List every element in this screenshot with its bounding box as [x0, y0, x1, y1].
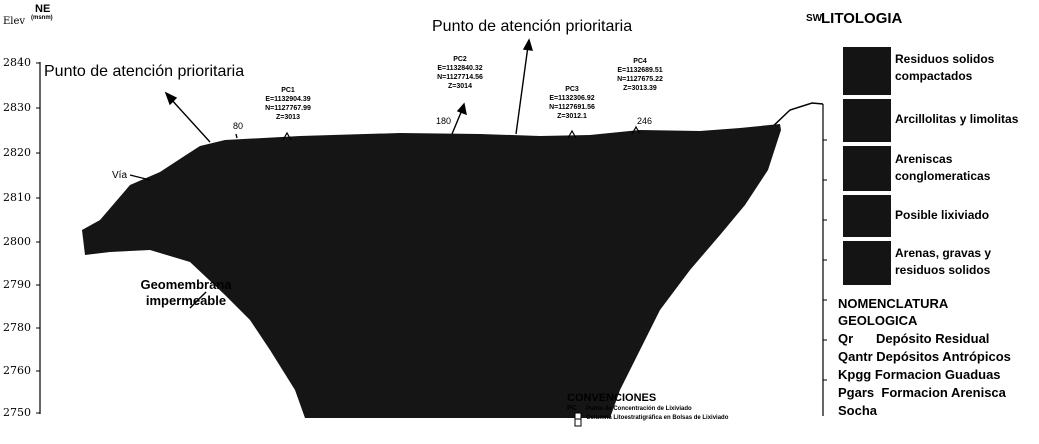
point-id: PC2: [453, 56, 467, 63]
point-id: PC1: [281, 87, 295, 94]
swatch-lixiviado: [843, 195, 891, 237]
leader-geomembrane: [189, 291, 207, 309]
point-e: E=1132840.32: [437, 65, 483, 72]
elev-label: Elev: [3, 16, 26, 27]
point-n: N=1127691.56: [549, 104, 595, 111]
nomenclature-tail: Socha: [838, 403, 878, 418]
nomenclature-desc: Formacion Arenisca: [881, 385, 1006, 400]
tick-label: 2820: [3, 146, 31, 159]
ne-label: NE: [35, 3, 51, 15]
point-n: N=1127767.99: [265, 105, 311, 112]
point-label-pc1: PC1 E=1132904.39 N=1127767.99 Z=3013: [248, 86, 328, 122]
point-label-pc3: PC3 E=1132306.92 N=1127691.56 Z=3012.1: [532, 85, 612, 121]
nomenclature-code: Qr: [838, 331, 854, 346]
geomembrane-label: Geomembrana impermeable: [140, 277, 232, 308]
point-id: PC4: [633, 58, 647, 65]
legend-item-arcillolitas: Arcillolitas y limolitas: [895, 112, 1019, 126]
leader-via: [129, 174, 151, 181]
nomenclature-row: Qantr Depósitos Antrópicos: [838, 349, 1011, 364]
legend-item-lixiviado: Posible lixiviado: [895, 208, 990, 222]
point-e: E=1132306.92: [549, 95, 595, 102]
right-axis-ticks: [823, 139, 827, 381]
tick-label: 2790: [3, 278, 31, 291]
priority-point-top: Punto de atención prioritaria: [432, 18, 633, 35]
point-e: E=1132689.51: [617, 67, 663, 74]
arrow-priority-top: [515, 45, 529, 135]
tick-label: 2750: [3, 406, 31, 419]
legend-swatches: [843, 47, 891, 285]
marker-246: 246: [637, 116, 653, 126]
nomenclature-code: Qantr: [838, 349, 873, 364]
legend-item-residuos: Residuos solidos compactados: [895, 52, 995, 83]
nomenclature-row: Pgars Formacion Arenisca: [838, 385, 1006, 400]
tick-label: 2800: [3, 235, 31, 248]
conventions-title: CONVENCIONES: [567, 392, 657, 404]
point-label-pc2: PC2 E=1132840.32 N=1127714.56 Z=3014: [420, 55, 500, 91]
legend-title: LITOLOGIA: [821, 10, 903, 27]
point-markers: [282, 125, 641, 141]
via-label: Vía: [112, 170, 128, 181]
legend-item-arenas: Arenas, gravas y residuos solidos: [895, 246, 992, 277]
point-z: Z=3012.1: [557, 113, 587, 120]
swatch-arenas: [843, 241, 891, 285]
point-e: E=1132904.39: [265, 96, 311, 103]
convention-pc-desc: Punto de Concentración de Lixiviado: [586, 406, 692, 412]
nomenclature-title-2: GEOLOGICA: [838, 313, 918, 328]
nomenclature-code: Kpgg: [838, 367, 872, 382]
nomenclature-desc: Depósitos Antrópicos: [876, 349, 1011, 364]
point-z: Z=3014: [448, 83, 472, 90]
marker-180: 180: [436, 116, 452, 126]
tick-label: 2780: [3, 321, 31, 334]
point-z: Z=3013: [276, 114, 300, 121]
nomenclature-row: Qr Depósito Residual: [838, 331, 989, 346]
tick-label: 2830: [3, 101, 31, 114]
nomenclature-code: Pgars: [838, 385, 875, 400]
nomenclature-row: Kpgg Formacion Guaduas: [838, 367, 1001, 382]
point-id: PC3: [565, 86, 579, 93]
terrain-surface: [767, 102, 824, 132]
marker-80: 80: [233, 121, 244, 131]
arrows: [129, 38, 533, 309]
swatch-areniscas: [843, 146, 891, 191]
legend-item-areniscas: Areniscas conglomeraticas: [895, 152, 991, 183]
priority-point-left: Punto de atención prioritaria: [44, 63, 245, 80]
unit-label: (msnm): [31, 15, 53, 21]
landfill-body: [82, 124, 781, 418]
tick-label: 2840: [3, 56, 31, 69]
arrow-pc2: [451, 109, 463, 135]
sw-label: SW: [806, 13, 823, 24]
nomenclature-desc: Depósito Residual: [876, 331, 990, 346]
nomenclature-title-1: NOMENCLATURA: [838, 296, 949, 311]
convention-column-desc: Columna Litoestratigráfica en Bolsas de …: [586, 415, 729, 421]
point-n: N=1127675.22: [617, 76, 663, 83]
axis-tick-marks: [36, 62, 40, 414]
nomenclature-desc: Formacion Guaduas: [874, 367, 1001, 382]
point-z: Z=3013.39: [623, 85, 657, 92]
convention-pc-code: PC: [567, 405, 577, 412]
point-n: N=1127714.56: [437, 74, 483, 81]
tick-label: 2760: [3, 364, 31, 377]
swatch-residuos: [843, 47, 891, 95]
arrow-priority-left: [169, 97, 211, 143]
tick-label: 2810: [3, 191, 31, 204]
swatch-arcillolitas: [843, 99, 891, 142]
point-label-pc4: PC4 E=1132689.51 N=1127675.22 Z=3013.39: [600, 57, 680, 93]
